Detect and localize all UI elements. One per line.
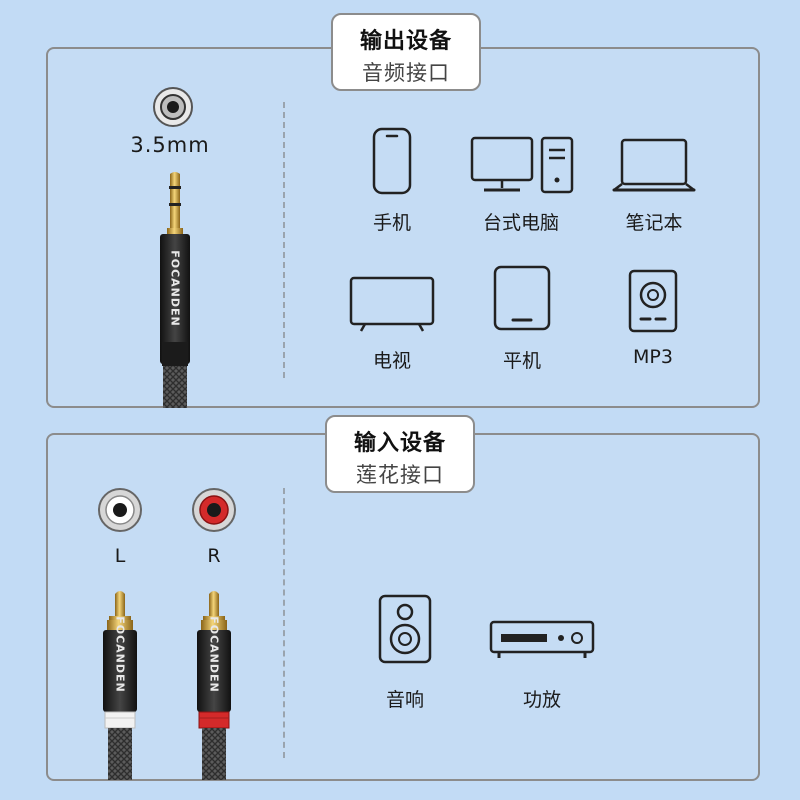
desktop-computer-icon	[470, 136, 574, 194]
left-channel-label: L	[114, 545, 126, 567]
aux-plug	[160, 172, 190, 408]
device-label-phone: 手机	[372, 212, 411, 234]
device-label-speaker: 音响	[385, 689, 424, 711]
device-label-tablet: 平机	[502, 350, 541, 372]
device-label-tv: 电视	[372, 350, 411, 372]
rca-left-jack-icon	[98, 488, 142, 532]
jack-size-label: 3.5mm	[130, 133, 210, 157]
device-label-laptop: 笔记本	[625, 212, 683, 234]
laptop-icon	[612, 138, 696, 192]
speaker-icon	[378, 594, 432, 664]
plug-brand-label: FOCANDEN	[168, 250, 182, 327]
input-section-subtitle: 莲花接口	[356, 463, 444, 487]
rca-left-brand-label: FOCANDEN	[113, 616, 127, 693]
output-section-divider	[283, 102, 285, 378]
input-section-divider	[283, 488, 285, 758]
device-label-mp3: MP3	[633, 346, 673, 368]
input-section-header: 输入设备 莲花接口	[325, 415, 475, 493]
device-label-desktop: 台式电脑	[482, 212, 559, 234]
right-channel-label: R	[207, 545, 221, 567]
rca-left-plug	[103, 591, 137, 780]
output-section-subtitle: 音频接口	[362, 61, 450, 85]
tv-icon	[349, 276, 435, 332]
output-section-header: 输出设备 音频接口	[331, 13, 481, 91]
rca-right-plug	[197, 591, 231, 780]
phone-icon	[372, 127, 412, 195]
headphone-jack-icon	[153, 87, 193, 127]
rca-right-jack-icon	[192, 488, 236, 532]
rca-right-brand-label: FOCANDEN	[207, 616, 221, 693]
tablet-icon	[493, 265, 551, 331]
device-label-amplifier: 功放	[522, 689, 561, 711]
mp3-player-icon	[628, 269, 678, 333]
amplifier-icon	[489, 620, 595, 658]
output-section-title: 输出设备	[359, 29, 452, 54]
input-section-title: 输入设备	[353, 431, 446, 456]
